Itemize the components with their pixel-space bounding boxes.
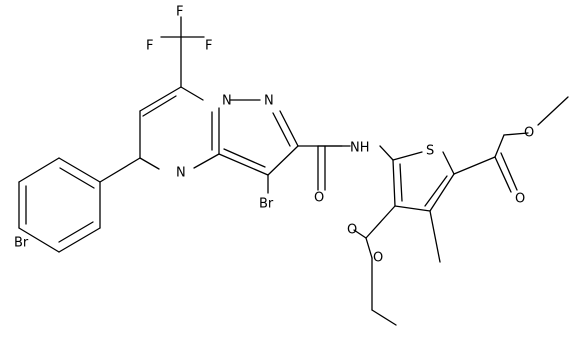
atom-nh-amide: NH <box>350 141 370 156</box>
atom-f-top: F <box>176 5 183 20</box>
atom-n-bridgehead: N <box>222 94 232 109</box>
atom-n-pyrazole: N <box>264 94 274 109</box>
atom-n-pyrimidine: N <box>176 166 186 181</box>
atom-o-ester2-carbonyl: O <box>515 192 525 207</box>
atom-o-ester2-ether: O <box>524 126 534 141</box>
atom-br-phenyl: Br <box>14 236 29 251</box>
bond-lines <box>18 16 569 326</box>
atom-f-left: F <box>146 39 153 54</box>
atom-o-ester4-ether: O <box>373 251 383 266</box>
atom-f-right: F <box>205 39 212 54</box>
atom-o-amide: O <box>314 191 324 206</box>
atom-s-thiophene: S <box>426 144 434 159</box>
atom-labels: F F F N N N Br Br O NH S O O O O <box>14 5 534 266</box>
atom-o-ester4-carbonyl: O <box>347 223 357 238</box>
atom-br-pyrazole: Br <box>259 197 274 212</box>
